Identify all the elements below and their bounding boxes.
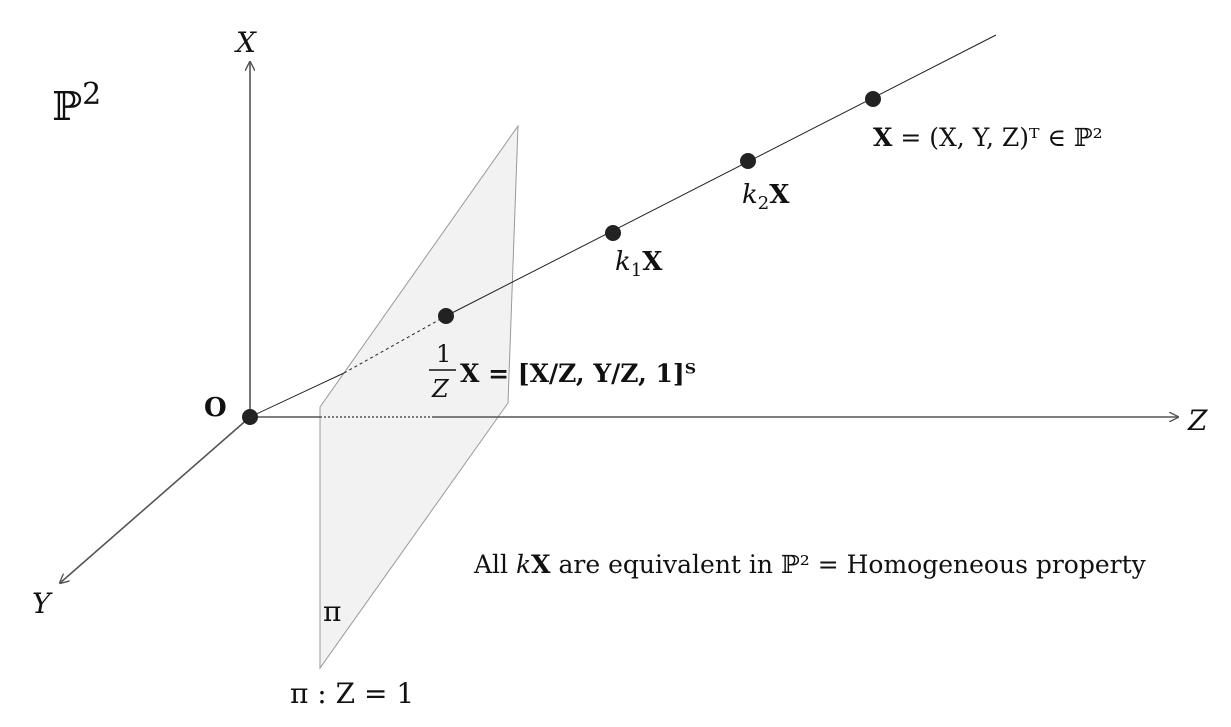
point-k2x — [740, 153, 756, 169]
origin-point — [242, 409, 258, 425]
ray-segment-hidden — [343, 315, 447, 374]
ray-segment-near — [249, 372, 345, 418]
caption: All kX are equivalent in ℙ² = Homogeneou… — [473, 550, 1147, 579]
y-axis — [60, 416, 251, 583]
plane-pi — [319, 124, 519, 670]
x-axis-label: X — [234, 26, 257, 59]
plane-name-label: π — [323, 595, 341, 628]
k2x-label: k2X — [742, 180, 790, 214]
ray-segment-far — [445, 34, 997, 317]
fraction-denominator: Z — [431, 375, 450, 403]
k1x-label: k1X — [615, 247, 663, 281]
point-normalized — [438, 308, 454, 324]
x-point-label: X = (X, Y, Z)ᵀ ∈ ℙ² — [873, 123, 1103, 152]
normalized-point-label: X = [X/Z, Y/Z, 1]ᵀ — [460, 359, 696, 388]
fraction-numerator: 1 — [436, 340, 451, 368]
origin-label: O — [204, 393, 227, 423]
point-x — [865, 91, 881, 107]
y-axis-label: Y — [32, 587, 53, 620]
plane-equation-label: π : Z = 1 — [290, 677, 414, 710]
z-axis-label: Z — [1187, 404, 1208, 437]
space-label: ℙ2 — [52, 77, 101, 130]
point-k1x — [605, 225, 621, 241]
